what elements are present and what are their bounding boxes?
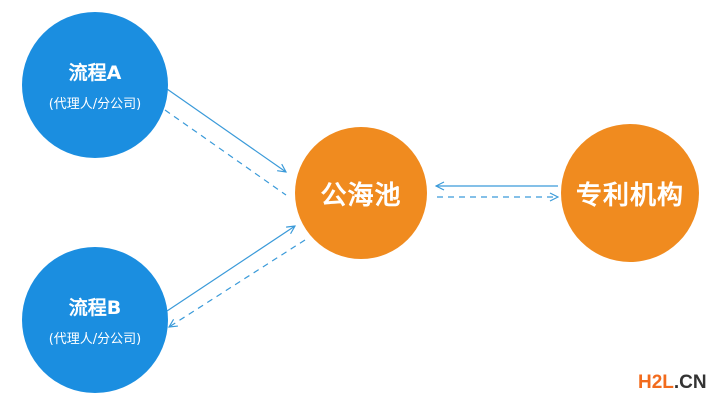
arrow-b-to-pool (166, 226, 295, 312)
arrow-a-to-pool (166, 88, 286, 172)
public-pool-title: 公海池 (320, 180, 402, 211)
watermark-part1: H2L (638, 372, 674, 393)
public-pool-node: 公海池 (295, 127, 427, 259)
process-a-title: 流程A (68, 62, 122, 84)
dashed-pool-to-a (164, 109, 287, 196)
patent-agency-title: 专利机构 (575, 180, 684, 211)
patent-agency-node: 专利机构 (561, 124, 699, 262)
process-b-subtitle: (代理人/分公司) (48, 332, 142, 347)
watermark-logo: H2L.CN (638, 372, 707, 394)
process-a-subtitle: (代理人/分公司) (48, 97, 142, 112)
dashed-pool-to-b (169, 239, 306, 327)
process-a-node: 流程A (代理人/分公司) (22, 12, 168, 158)
watermark-part2: .CN (673, 372, 707, 393)
process-b-node: 流程B (代理人/分公司) (22, 247, 168, 393)
process-b-title: 流程B (68, 297, 122, 319)
